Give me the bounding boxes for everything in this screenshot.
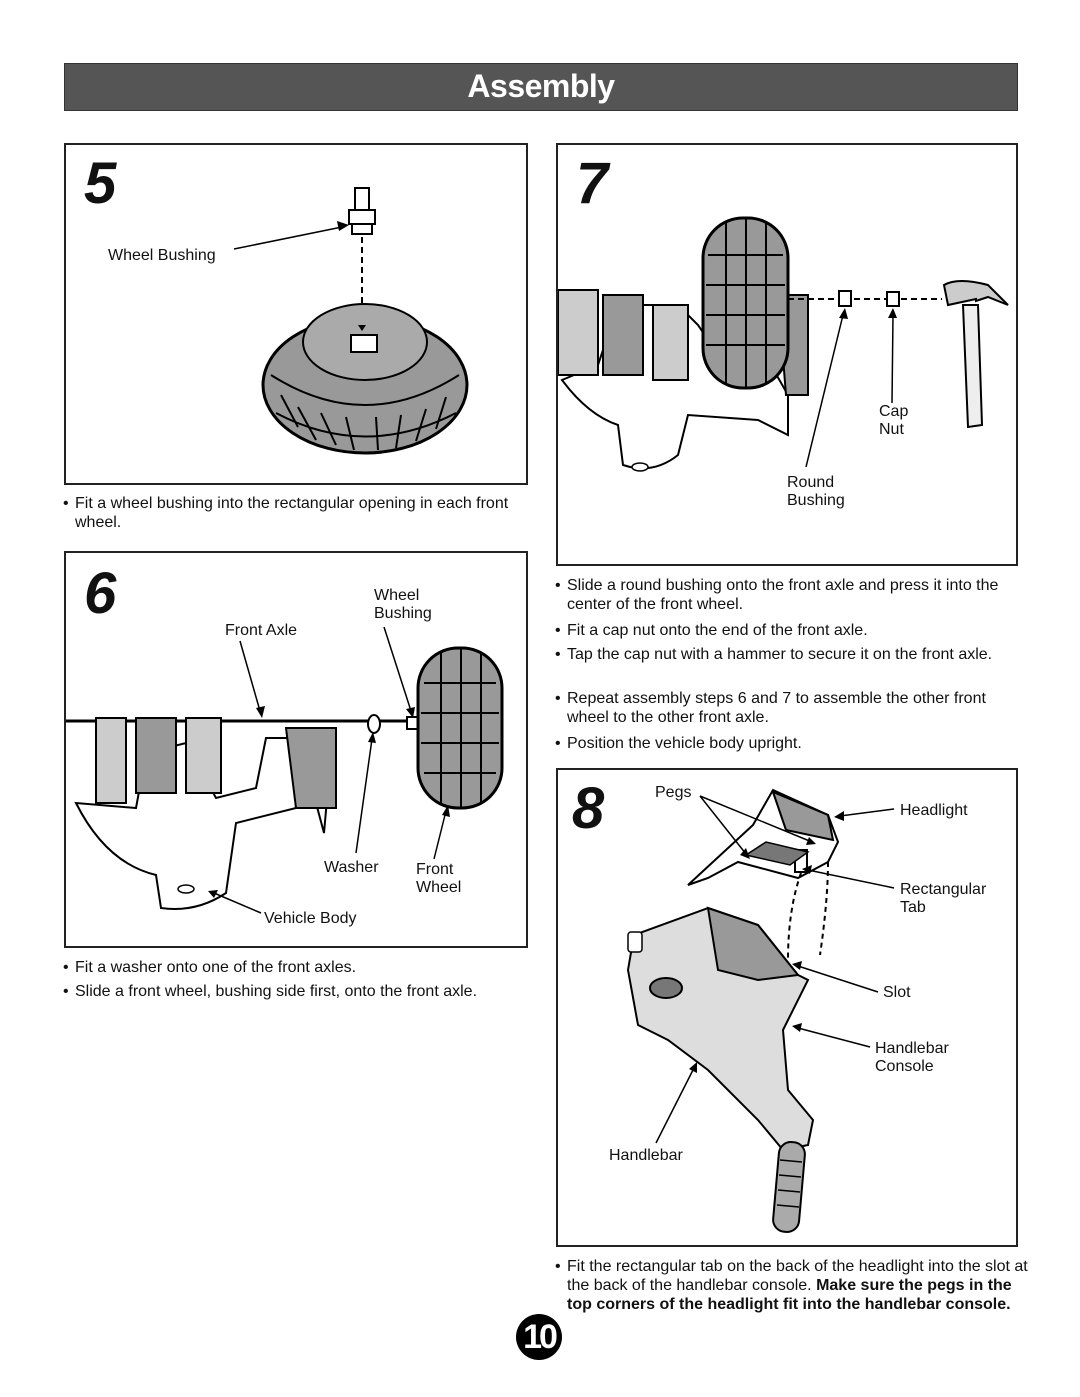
label-wheel-bushing: Wheel Bushing: [108, 247, 216, 264]
label-handlebar-console: Handlebar Console: [875, 1040, 949, 1075]
label-round-bushing: Round Bushing: [787, 474, 845, 509]
label-cap-nut: Cap Nut: [879, 403, 909, 438]
cap-nut-illustration: [558, 216, 1009, 472]
step-6-panel: 6 Wheel Bushing Front Axle Washer Front …: [64, 551, 528, 948]
headlight-console-illustration: [626, 788, 840, 1233]
step-5-number: 5: [84, 151, 117, 216]
step-7-instruction-2: Fit a cap nut onto the end of the front …: [555, 621, 1022, 640]
section-title: Assembly: [467, 68, 615, 104]
step-7-instruction-4: Repeat assembly steps 6 and 7 to assembl…: [555, 689, 1022, 727]
wheel-illustration: [261, 187, 469, 455]
axle-illustration: [66, 646, 504, 910]
step-5-panel: 5 Wheel Bushing: [64, 143, 528, 485]
step-8-instruction: Fit the rectangular tab on the back of t…: [555, 1257, 1029, 1314]
label-headlight: Headlight: [900, 802, 968, 819]
label-wheel-bushing: Wheel Bushing: [374, 587, 432, 622]
label-front-wheel: Front Wheel: [416, 861, 462, 896]
step-6-instruction-1: Fit a washer onto one of the front axles…: [63, 958, 535, 977]
step-6-instruction-2: Slide a front wheel, bushing side first,…: [63, 982, 545, 1001]
label-slot: Slot: [883, 984, 911, 1001]
label-pegs: Pegs: [655, 784, 692, 801]
step-5-instruction: Fit a wheel bushing into the rectangular…: [63, 494, 535, 532]
section-banner: Assembly: [64, 63, 1018, 111]
step-7-instruction-3: Tap the cap nut with a hammer to secure …: [555, 645, 1022, 664]
step-7-instruction-5: Position the vehicle body upright.: [555, 734, 1022, 753]
step-8-number: 8: [572, 776, 605, 841]
page-number-badge: 10: [516, 1314, 562, 1360]
step-8-instruction-text: Fit the rectangular tab on the back of t…: [567, 1258, 1028, 1294]
label-rectangular-tab: Rectangular Tab: [900, 881, 987, 916]
step-7-panel: 7 Cap Nut Round Bushing: [556, 143, 1018, 566]
label-handlebar: Handlebar: [609, 1147, 683, 1164]
step-8-instruction-emphasis: Make sure the pegs in the top corners of…: [567, 1277, 1012, 1313]
step-7-instruction-1: Slide a round bushing onto the front axl…: [555, 576, 1022, 614]
step-8-panel: 8 Pegs Headlight Rectangular Tab Slot Ha…: [556, 768, 1018, 1247]
step-6-number: 6: [84, 561, 117, 626]
step-7-number: 7: [576, 151, 609, 216]
label-front-axle: Front Axle: [225, 622, 298, 639]
label-vehicle-body: Vehicle Body: [264, 910, 357, 927]
label-washer: Washer: [324, 859, 379, 876]
